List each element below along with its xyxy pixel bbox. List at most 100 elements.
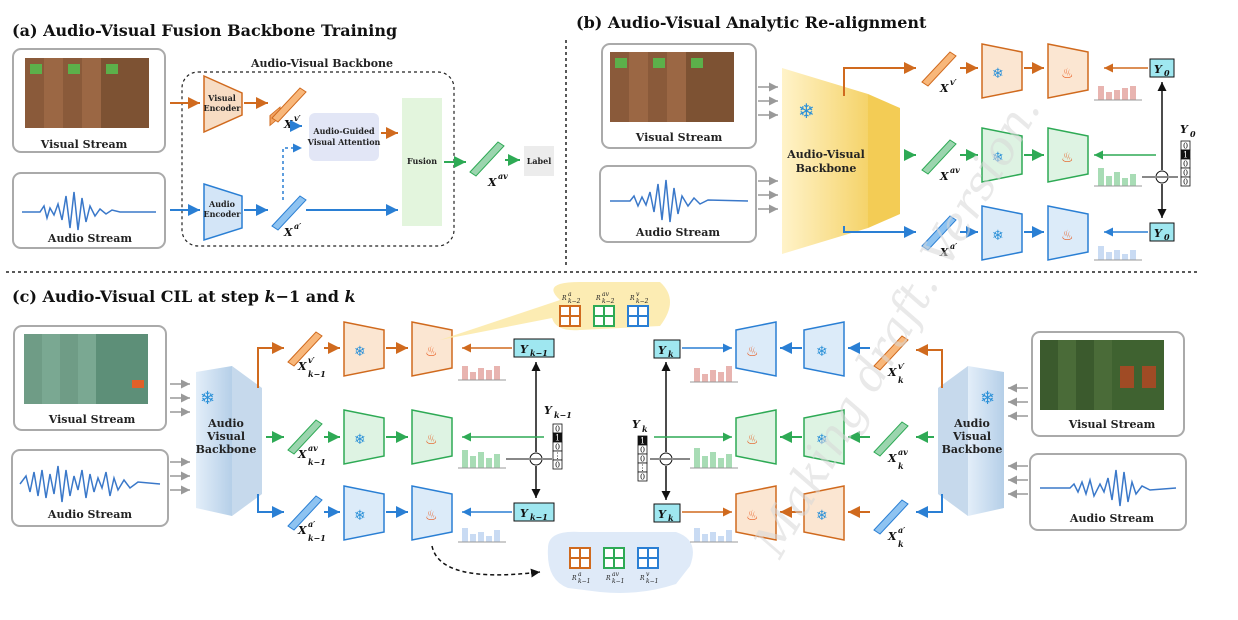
yk-onehot-label: Y [632, 418, 641, 431]
visual-encoder-label-1: Visual [207, 93, 236, 103]
logits-av-cr [690, 448, 738, 469]
onehot-value: 1 [640, 437, 645, 446]
fusion-block [402, 98, 442, 226]
onehot-value: 0 [640, 473, 645, 482]
av-backbone-label-2: Backbone [796, 162, 857, 175]
var-x-a-b: X [939, 246, 949, 259]
svg-text:♨: ♨ [1061, 228, 1074, 244]
onehot-value: 0 [640, 446, 645, 455]
var-x-v-cr: X [887, 366, 897, 379]
av-backbone-title-a: Audio-Visual Backbone [250, 57, 393, 70]
frozen-head-v-b: ❄ [981, 43, 1023, 99]
svg-text:❄: ❄ [816, 344, 828, 360]
fv-a-c-right [873, 499, 909, 535]
r-top-2-sup: av [602, 291, 610, 298]
var-x-av-cr: X [887, 452, 897, 465]
panel-b-title: (b) Audio-Visual Analytic Re-alignment [576, 13, 927, 32]
y0-top-sub: 0 [1164, 68, 1170, 78]
r-matrices-bottom: R a k−1 R av k−1 R v k−1 [569, 547, 659, 585]
svg-text:❄: ❄ [354, 344, 366, 360]
yk1-top: Y [520, 343, 529, 356]
r-top-3-sub: k−2 [636, 298, 649, 305]
var-x-av-b: X [939, 170, 949, 183]
var-x-a-a-sup: a′ [294, 221, 302, 231]
onehot-value: ⋮ [554, 452, 562, 461]
label-text: Label [527, 156, 552, 166]
var-x-v-a: X [283, 118, 293, 131]
r-bot-3: R [639, 575, 645, 582]
av-backbone-b: ❄ Audio-Visual Backbone [782, 68, 900, 254]
var-x-av-cr-sup: av [898, 447, 908, 457]
fv-v-a [271, 87, 307, 123]
r-top-1-sup: a [568, 291, 572, 298]
var-x-a-a: X [283, 226, 293, 239]
logits-av-b [1094, 168, 1142, 187]
svg-text:❄: ❄ [816, 432, 828, 448]
trainable-head-av-b: ♨ [1047, 127, 1089, 183]
av-backbone-label-1: Audio-Visual [786, 148, 865, 161]
y0-box-bottom [1149, 222, 1175, 242]
var-x-a-cr-sub: k [898, 539, 904, 549]
visual-stream-box-b: Visual Stream [601, 43, 757, 149]
yk-box-top [653, 339, 681, 359]
audio-waveform-c-right [1040, 469, 1177, 507]
visual-encoder-label-2: Encoder [203, 103, 241, 113]
fv-a-c-left [287, 495, 323, 531]
backbone-c-right-1: Audio [953, 417, 990, 430]
r-top-3-sup: v [636, 291, 640, 298]
yk1-onehot-sub: k−1 [554, 410, 572, 420]
logits-a-cr [690, 528, 738, 543]
r-bot-3-sub: k−1 [646, 578, 658, 585]
var-x-a-cr-sup: a′ [898, 525, 906, 535]
backbone-c-left: ❄ Audio Visual Backbone [196, 366, 262, 516]
audio-encoder [203, 182, 243, 242]
svg-text:❄: ❄ [992, 66, 1004, 82]
onehot-cell [552, 459, 563, 470]
svg-text:❄: ❄ [354, 508, 366, 524]
var-x-av-a: X [487, 176, 497, 189]
fv-a-a [271, 195, 307, 231]
var-x-av-cr-sub: k [898, 461, 904, 471]
logits-v-cr [690, 366, 738, 383]
input-arrows-c-right [1008, 383, 1028, 499]
trainable-head-a-b: ♨ [1047, 205, 1089, 261]
fv-av-b [921, 139, 957, 175]
panel-a-title: (a) Audio-Visual Fusion Backbone Trainin… [12, 21, 397, 40]
onehot-c-right: 100⋮0 [637, 435, 648, 482]
r-bot-1-sup: a [578, 571, 582, 578]
backbone-c-left-2: Visual [206, 430, 245, 443]
onehot-value: 0 [555, 461, 560, 470]
r-bot-2: R [605, 575, 611, 582]
audio-stream-label-c-left: Audio Stream [47, 508, 133, 521]
audio-waveform-a [22, 191, 156, 231]
var-x-v-b: X [939, 82, 949, 95]
r-bot-3-sup: v [646, 571, 650, 578]
frozen-head-av-b: ❄ [981, 127, 1023, 183]
visual-stream-box-c-left: Visual Stream [13, 325, 167, 431]
onehot-value: 0 [1183, 142, 1188, 151]
panel-b: (b) Audio-Visual Analytic Re-alignment V… [576, 13, 1196, 261]
audio-stream-box-c-right: Audio Stream [1029, 453, 1187, 531]
yk-bottom: Y [658, 508, 667, 521]
svg-text:♨: ♨ [425, 508, 438, 524]
var-x-v-cl: X [297, 360, 307, 373]
svg-text:♨: ♨ [746, 432, 759, 448]
var-x-v-b-sup: v′ [950, 77, 958, 87]
backbone-c-right: ❄ Audio Visual Backbone [938, 366, 1004, 516]
backbone-c-left-3: Backbone [196, 443, 257, 456]
svg-text:❄: ❄ [980, 388, 995, 409]
input-arrows-b [758, 82, 778, 214]
backbone-c-left-1: Audio [207, 417, 244, 430]
var-x-av-cl: X [297, 448, 307, 461]
var-x-av-cl-sup: av [308, 443, 318, 453]
attention-label-2: Visual Attention [307, 137, 381, 147]
audio-encoder-label-1: Audio [208, 199, 236, 209]
fv-v-c-left [287, 331, 323, 367]
var-x-a-cl-sup: a′ [308, 519, 316, 529]
var-x-v-cr-sub: k [898, 375, 904, 385]
dashed-arrow-memory [431, 545, 541, 578]
visual-stream-label-c-right: Visual Stream [1068, 418, 1156, 431]
r-bot-1: R [571, 575, 577, 582]
